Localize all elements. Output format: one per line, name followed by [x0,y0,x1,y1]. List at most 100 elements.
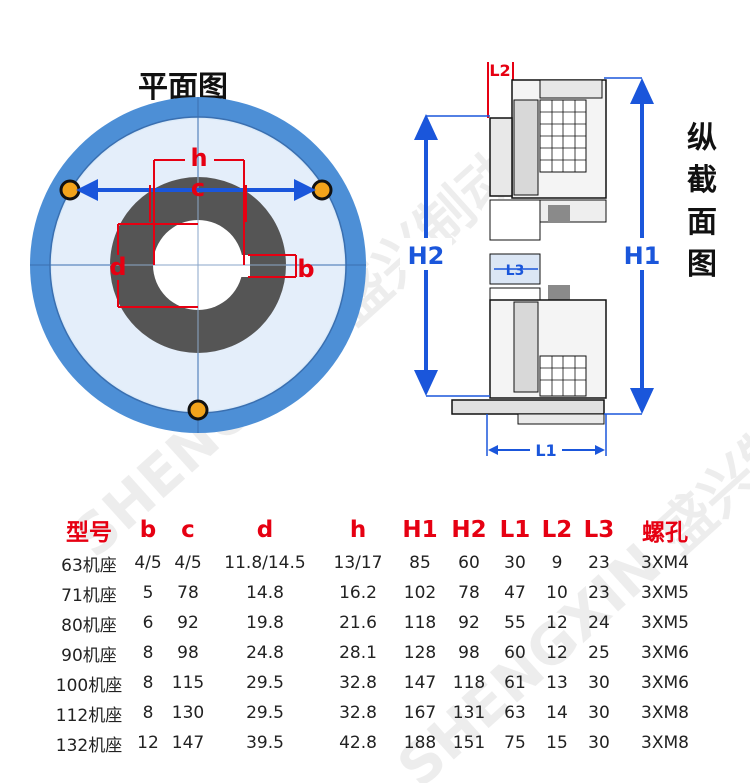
table-cell: 3XM5 [641,613,689,633]
col-header: b [139,517,157,543]
table-cell: 3XM6 [641,643,689,663]
H2-label-bg [400,238,452,270]
table-cell: 14 [546,703,568,723]
table-cell: 100机座 [55,675,123,696]
table-header-row: 型号 b c d h H1 H2 L1 L2 L3 螺孔 [48,512,710,548]
table-cell: 167 [403,703,437,723]
table-cell: 92 [458,613,480,633]
table-cell: 14.8 [246,583,284,603]
table-cell: 147 [171,733,205,753]
table-cell: 5 [142,583,154,603]
table-cell: 13 [546,673,568,693]
table-cell: 47 [504,583,526,603]
table-cell: 92 [177,613,199,633]
table-cell: 25 [588,643,610,663]
col-header: 螺孔 [642,520,688,546]
coil-bottom-grid [540,356,586,396]
table-cell: 80机座 [61,615,117,636]
table-cell: 10 [546,583,568,603]
label-H1: H1 [624,242,661,270]
table-cell: 29.5 [246,673,284,693]
L1-arrow-right [595,445,605,455]
label-H2: H2 [408,242,445,270]
label-b: b [297,255,314,283]
section-title-char: 图 [687,247,717,282]
table-cell: 15 [546,733,568,753]
base-plate [451,399,605,415]
col-header: L2 [541,517,573,543]
col-header: H1 [402,517,438,543]
H1-arrow-bottom [630,388,654,414]
col-header: c [181,517,195,543]
table-cell: 24.8 [246,643,284,663]
table-cell: 8 [142,673,154,693]
c-label-box [149,185,247,222]
table-cell: 102 [403,583,437,603]
table-cell: 39.5 [246,733,284,753]
table-cell: 147 [403,673,437,693]
label-d: d [109,253,126,281]
table-cell: 28.1 [339,643,377,663]
table-cell: 60 [458,553,480,573]
label-h: h [190,144,207,172]
table-cell: 3XM4 [641,553,689,573]
table-cell: 23 [588,553,610,573]
table-cell: 3XM8 [641,703,689,723]
table-cell: 6 [142,613,154,633]
table-cell: 29.5 [246,703,284,723]
table-cell: 30 [588,673,610,693]
col-header: H2 [451,517,487,543]
table-cell: 90机座 [61,645,117,666]
table-row: 71机座 5 78 14.8 16.2 102 78 47 10 23 3XM5 [48,578,710,608]
col-header: d [256,517,274,543]
table-cell: 19.8 [246,613,284,633]
table-cell: 61 [504,673,526,693]
table-cell: 3XM8 [641,733,689,753]
table-cell: 188 [403,733,437,753]
col-header: L3 [583,517,615,543]
table-cell: 32.8 [339,703,377,723]
table-cell: 131 [452,703,486,723]
label-L3: L3 [506,263,525,279]
table-cell: 13/17 [333,553,383,573]
section-title-char: 面 [687,205,717,240]
table-cell: 8 [142,703,154,723]
table-cell: 85 [409,553,431,573]
H1-label-bg [616,238,668,270]
table-cell: 71机座 [61,585,117,606]
coil-top-grid [540,100,586,172]
table-cell: 16.2 [339,583,377,603]
c-arrow-right [294,179,316,201]
table-cell: 115 [171,673,205,693]
col-header: L1 [499,517,531,543]
table-cell: 11.8/14.5 [224,553,306,573]
table-cell: 23 [588,583,610,603]
table-cell: 55 [504,613,526,633]
col-header: 型号 [66,520,112,546]
plan-view-diagram: h c d b [30,97,366,433]
h-dimension [153,159,245,265]
H2-arrow-top [414,114,438,140]
table-cell: 78 [177,583,199,603]
b-dimension [248,254,297,278]
table-cell: 30 [504,553,526,573]
shaft-upper [489,199,541,241]
table-cell: 4/5 [134,553,162,573]
table-cell: 3XM5 [641,583,689,603]
table-cell: 30 [588,703,610,723]
table-cell: 118 [452,673,486,693]
dark-block-top [548,205,570,223]
hatch-top [513,99,539,196]
label-L2: L2 [489,61,510,80]
table-cell: 98 [458,643,480,663]
keyway [238,255,250,277]
table-cell: 4/5 [174,553,202,573]
table-cell: 78 [458,583,480,603]
H2-arrow-bottom [414,370,438,396]
